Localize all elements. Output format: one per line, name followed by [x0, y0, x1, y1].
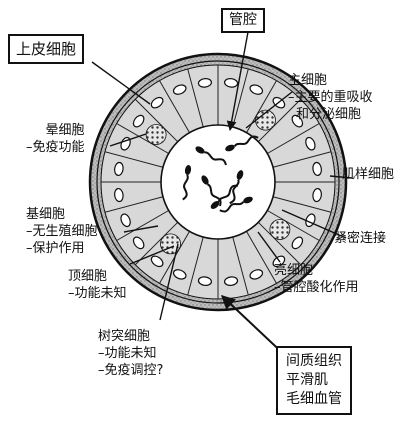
basal-cell-name: 基细胞	[26, 207, 66, 222]
sperm-cell	[219, 196, 253, 213]
cell-nucleus	[305, 136, 316, 151]
dendritic-cell-desc2: –免疫调控?	[98, 363, 164, 378]
cell-boundary	[272, 151, 332, 168]
principal-cell-desc2: 和分泌细胞	[296, 107, 362, 122]
sperm-cell	[225, 135, 259, 152]
basal-cell-desc1: –无生殖细胞	[26, 224, 98, 239]
leader-apical	[129, 245, 175, 265]
cell-boundary	[257, 98, 302, 143]
interstitium-label: 间质组织 平滑肌 毛细血管	[276, 346, 352, 415]
lumen-label: 管腔	[221, 8, 265, 33]
sperm-in-lumen	[182, 135, 259, 213]
cell-nucleus	[114, 187, 124, 203]
sperm-cell	[201, 175, 222, 207]
cell-nucleus	[132, 114, 145, 128]
interstitium-line1: 间质组织	[286, 353, 342, 369]
clear-cell-desc: –管腔酸化作用	[274, 280, 359, 295]
cell-nucleus	[172, 269, 187, 280]
principal-cell-desc1: –主要的重吸收	[288, 90, 373, 105]
myoid-cell-label: 肌样细胞	[342, 167, 395, 182]
cell-boundary	[104, 151, 164, 168]
sperm-cell	[195, 146, 227, 166]
cell-boundary	[246, 231, 277, 284]
basal-cell-label: 基细胞 –无生殖细胞 –保护作用	[26, 206, 98, 257]
cell-boundary	[134, 98, 179, 143]
leader-clear	[257, 231, 281, 263]
interstitium-line3: 毛细血管	[286, 391, 342, 407]
tight-junction-label: 紧密连接	[334, 231, 387, 246]
cell-boundary	[187, 236, 204, 296]
apical-cell-label: 顶细胞 –功能未知	[68, 268, 127, 302]
cell-nucleus	[291, 114, 304, 128]
cell-nucleus	[249, 269, 264, 280]
leader-halo	[109, 133, 147, 147]
lumen	[160, 124, 276, 240]
cell-nucleus	[150, 255, 164, 268]
clear-cell-label: 亮细胞 –管腔酸化作用	[274, 262, 359, 296]
leader-dendritic	[159, 243, 179, 321]
cell-boundary	[257, 221, 302, 266]
leader-lumen	[226, 31, 249, 131]
cell-nucleus	[223, 78, 239, 88]
cell-boundary	[116, 210, 169, 241]
cell-nucleus	[150, 96, 164, 109]
cell-boundary	[232, 236, 249, 296]
cell-boundary	[232, 68, 249, 128]
halo-cell-desc: –免疫功能	[26, 140, 85, 155]
sperm-cell	[210, 184, 239, 209]
principal-cell-label: 主细胞 –主要的重吸收 和分泌细胞	[288, 72, 373, 123]
apical-cell-name: 顶细胞	[68, 269, 108, 284]
cell-nucleus	[249, 84, 264, 95]
sperm-cell	[182, 165, 192, 201]
cell-nucleus	[223, 276, 239, 286]
cell-nucleus	[312, 187, 322, 203]
apical-cell-desc: –功能未知	[68, 286, 127, 301]
principal-cell-name: 主细胞	[288, 73, 328, 88]
dendritic-cell-desc1: –功能未知	[98, 346, 157, 361]
interstitium-line2: 平滑肌	[286, 372, 328, 388]
cell-nucleus	[197, 276, 213, 286]
cell-granules	[269, 219, 291, 240]
leader-epithelium	[91, 61, 151, 105]
cell-nucleus	[197, 78, 213, 88]
leader-principal	[245, 91, 293, 129]
clear-cell-name: 亮细胞	[274, 263, 314, 278]
dendritic-cell-name: 树突细胞	[98, 329, 151, 344]
cell-boundary	[267, 210, 320, 241]
basal-cell-desc2: –保护作用	[26, 241, 85, 256]
cell-boundary	[272, 196, 332, 213]
cell-boundary	[116, 123, 169, 154]
cell-boundary	[187, 68, 204, 128]
leader-tight-junction	[281, 209, 347, 239]
epithelium-label: 上皮细胞	[8, 34, 85, 64]
cell-boundary	[134, 221, 179, 266]
cell-nucleus	[114, 161, 124, 177]
cell-boundary	[159, 80, 190, 133]
dendritic-cell-label: 树突细胞 –功能未知 –免疫调控?	[98, 328, 163, 379]
myoid-layer	[96, 60, 340, 304]
cell-boundary	[104, 196, 164, 213]
cell-nucleus	[120, 213, 131, 228]
leader-myoid	[329, 175, 353, 179]
cell-nucleus	[312, 161, 322, 177]
halo-cell-name: 晕细胞	[45, 123, 85, 138]
cell-boundary	[267, 123, 320, 154]
cell-nucleus	[291, 236, 304, 250]
halo-cell-label: 晕细胞 –免疫功能	[26, 122, 85, 156]
sperm-cell	[229, 170, 244, 205]
leader-basal	[123, 225, 159, 233]
cell-nucleus	[172, 84, 187, 95]
cell-nucleus	[132, 236, 145, 250]
